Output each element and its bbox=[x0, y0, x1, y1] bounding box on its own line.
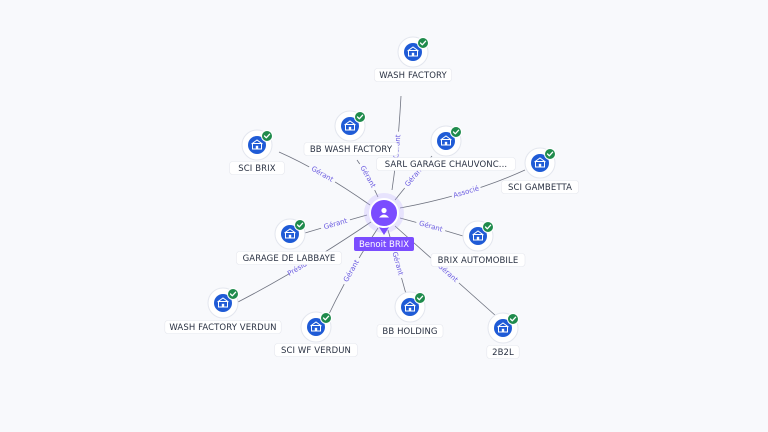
building-icon bbox=[251, 139, 263, 150]
company-label: WASH FACTORY bbox=[379, 71, 447, 81]
company-label-bg bbox=[376, 157, 516, 171]
edge-role-label: Gérant bbox=[418, 219, 444, 233]
company-node-wash-factory[interactable]: WASH FACTORY bbox=[374, 36, 452, 82]
center-label-bg bbox=[354, 237, 414, 251]
company-node-garage-de-labbaye[interactable]: GARAGE DE LABBAYE bbox=[236, 218, 342, 265]
company-node-sci-brix[interactable]: SCI BRIX bbox=[229, 129, 285, 175]
building-icon bbox=[344, 120, 356, 131]
company-label-bg bbox=[486, 345, 520, 359]
building-icon bbox=[497, 322, 509, 333]
company-label: BB WASH FACTORY bbox=[310, 145, 393, 155]
center-person-name: Benoit BRIX bbox=[359, 240, 409, 250]
edge-label-bg bbox=[356, 161, 380, 192]
company-label-bg bbox=[274, 343, 358, 357]
building-icon bbox=[284, 228, 296, 239]
building-icon bbox=[440, 135, 452, 146]
edge-label-bg bbox=[339, 255, 363, 287]
building-icon bbox=[310, 321, 322, 332]
verified-check-icon bbox=[227, 288, 239, 300]
company-label: GARAGE DE LABBAYE bbox=[243, 254, 336, 264]
company-label-bg bbox=[236, 251, 342, 265]
building-icon bbox=[472, 230, 484, 241]
building-icon bbox=[534, 157, 546, 168]
company-label-bg bbox=[303, 142, 399, 156]
verified-check-icon bbox=[544, 148, 556, 160]
company-label: BB HOLDING bbox=[382, 327, 437, 337]
building-icon bbox=[217, 297, 229, 308]
company-label: WASH FACTORY VERDUN bbox=[169, 323, 276, 333]
edge-role-label: Associé bbox=[452, 184, 480, 199]
company-label-bg bbox=[229, 161, 285, 175]
company-label: 2B2L bbox=[492, 348, 514, 358]
company-label-bg bbox=[376, 324, 444, 338]
edge-role-label: Gérant bbox=[390, 251, 404, 277]
company-node-2b2l[interactable]: 2B2L bbox=[486, 312, 520, 359]
verified-check-icon bbox=[507, 313, 519, 325]
verified-check-icon bbox=[320, 312, 332, 324]
company-label: SCI WF VERDUN bbox=[281, 346, 351, 356]
company-node-sci-gambetta[interactable]: SCI GAMBETTA bbox=[501, 147, 579, 194]
edge-role-label: Gérant bbox=[323, 217, 349, 231]
verified-check-icon bbox=[450, 126, 462, 138]
person-icon bbox=[379, 207, 389, 218]
company-node-wash-factory-verdun[interactable]: WASH FACTORY VERDUN bbox=[164, 287, 282, 334]
verified-check-icon bbox=[417, 37, 429, 49]
company-node-bb-holding[interactable]: BB HOLDING bbox=[376, 291, 444, 338]
edge-label-bg bbox=[450, 182, 482, 201]
verified-check-icon bbox=[354, 111, 366, 123]
building-icon bbox=[404, 301, 416, 312]
company-label: SCI GAMBETTA bbox=[508, 183, 572, 193]
company-label-bg bbox=[164, 320, 282, 334]
company-label: BRIX AUTOMOBILE bbox=[438, 256, 519, 266]
verified-check-icon bbox=[414, 292, 426, 304]
verified-check-icon bbox=[294, 219, 306, 231]
verified-check-icon bbox=[261, 130, 273, 142]
building-icon bbox=[407, 46, 419, 57]
edge-label-bg bbox=[389, 247, 407, 280]
company-label-bg bbox=[430, 253, 526, 267]
company-label: SCI BRIX bbox=[238, 164, 275, 174]
edge-label-bg bbox=[307, 162, 338, 186]
company-label: SARL GARAGE CHAUVONC... bbox=[385, 160, 507, 170]
edge-label-bg bbox=[319, 215, 352, 233]
edge-role-label: Gérant bbox=[342, 258, 361, 283]
nodes-layer: WASH FACTORY BB WASH FACTORY SCI BRIX SARL … bbox=[164, 36, 579, 359]
company-node-brix-automobile[interactable]: BRIX AUTOMOBILE bbox=[430, 220, 526, 267]
verified-check-icon bbox=[482, 221, 494, 233]
edge-role-label: Gérant bbox=[358, 164, 377, 189]
company-node-sci-wf-verdun[interactable]: SCI WF VERDUN bbox=[274, 311, 358, 357]
company-node-bb-wash-factory[interactable]: BB WASH FACTORY bbox=[303, 110, 399, 156]
edge-role-label: Gérant bbox=[310, 165, 335, 184]
company-label-bg bbox=[374, 68, 452, 82]
company-node-sarl-garage-chauvonc[interactable]: SARL GARAGE CHAUVONC... bbox=[376, 125, 516, 171]
edge-label-bg bbox=[415, 217, 447, 235]
company-label-bg bbox=[501, 180, 579, 194]
center-person-node[interactable]: Benoit BRIX bbox=[354, 193, 414, 251]
